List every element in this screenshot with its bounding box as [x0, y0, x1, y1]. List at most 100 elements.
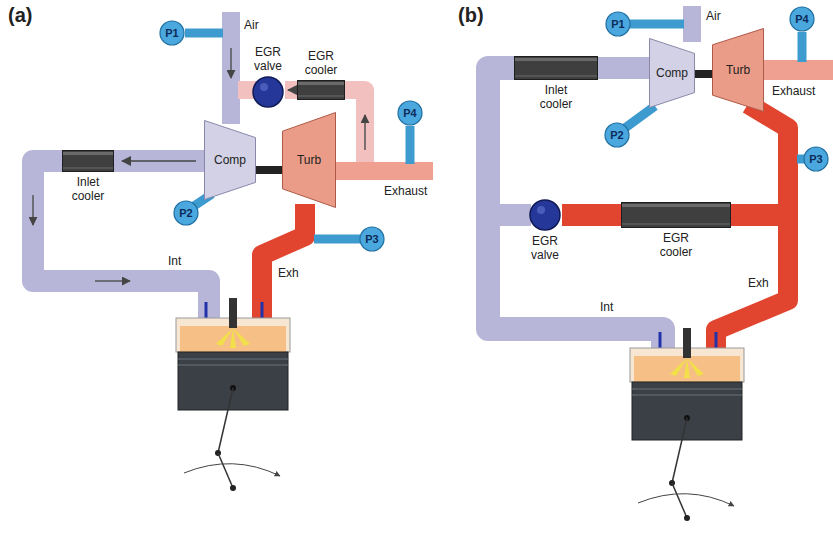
text-holder: Comp	[204, 120, 256, 200]
intake-pipe	[33, 161, 209, 322]
flow-arrow	[32, 195, 34, 225]
panel-letter: (b)	[458, 4, 484, 27]
text-holder: P1	[605, 11, 631, 37]
flow-arrow	[95, 280, 130, 282]
egr-valve: EGR valve	[528, 199, 562, 262]
sensor-tap	[798, 32, 807, 62]
node-label: P3	[365, 232, 378, 246]
connector-body	[695, 70, 712, 78]
flow-label: Exhaust	[772, 84, 815, 99]
egr-pipe	[488, 204, 531, 226]
shape-block: P4	[789, 6, 815, 32]
connector-body	[562, 204, 621, 226]
pipe-connector	[285, 90, 297, 91]
text-holder: Turb	[282, 112, 336, 208]
text-holder: P4	[397, 100, 423, 126]
sensor-tap	[625, 106, 655, 128]
node-label: EGR cooler	[651, 231, 701, 259]
node-label: Inlet cooler	[64, 175, 112, 203]
shape-outline	[252, 76, 284, 108]
text-holder: P1	[159, 20, 185, 46]
pressure-sensor: P1	[605, 11, 631, 37]
turbo-shaft	[256, 170, 282, 171]
egr-pipe	[343, 90, 365, 164]
cooler-block: EGR cooler	[297, 49, 345, 100]
node-label: Turb	[726, 63, 750, 77]
text-holder: P2	[604, 122, 630, 148]
pressure-sensor: P3	[359, 226, 385, 252]
shape-block: P1	[605, 11, 631, 37]
shape-block	[529, 199, 561, 231]
flow-arrow	[230, 48, 232, 78]
node-label: P3	[809, 152, 822, 166]
text-holder: Comp	[649, 38, 695, 108]
node-label: Comp	[656, 66, 688, 80]
compressor: Comp	[204, 120, 256, 200]
connector-body	[114, 150, 204, 172]
connector-body	[598, 57, 649, 79]
engine-cylinder	[176, 298, 290, 491]
exhaust-pipe	[334, 162, 433, 180]
flow-label: Air	[706, 9, 721, 24]
node-label: P4	[795, 12, 808, 26]
air-pipe	[683, 6, 701, 42]
turbine: Turb	[712, 28, 764, 112]
shape-block: P1	[159, 20, 185, 46]
engine-cylinder	[630, 328, 744, 521]
node-label: Inlet cooler	[531, 83, 581, 111]
pipe-connector	[114, 161, 204, 162]
egr-pipe	[729, 204, 790, 226]
turbo-shaft	[695, 74, 712, 75]
node-label: P1	[611, 17, 624, 31]
pipe-connector	[598, 68, 649, 69]
panel-letter: (a)	[8, 4, 32, 27]
shape-block: P2	[604, 122, 630, 148]
shape-block: P3	[359, 226, 385, 252]
shape-block: Comp	[204, 120, 256, 200]
node-label: P1	[165, 26, 178, 40]
flow-label: Exhaust	[384, 184, 427, 199]
shape-outline	[621, 202, 731, 228]
node-label: P2	[610, 128, 623, 142]
shape-block: Turb	[282, 112, 336, 208]
shape-block: Turb	[712, 28, 764, 112]
node-label: EGR valve	[528, 234, 562, 262]
port-label: Exh	[748, 276, 769, 291]
text-holder: Turb	[712, 28, 764, 112]
pressure-sensor: P4	[397, 100, 423, 126]
text-holder: P4	[789, 6, 815, 32]
pipe-connector	[562, 215, 621, 216]
panel-b-pipes	[488, 6, 833, 354]
port-label: Int	[600, 300, 613, 315]
pressure-sensor: P1	[159, 20, 185, 46]
node-label: EGR cooler	[298, 49, 344, 77]
air-pipe	[222, 12, 240, 124]
panel-a-pipes	[33, 12, 433, 322]
shape-outline	[514, 56, 598, 80]
exhaust-manifold	[716, 104, 788, 352]
pressure-sensor: P3	[803, 146, 829, 172]
text-holder: P3	[359, 226, 385, 252]
shape-block: P3	[803, 146, 829, 172]
shape-block: Comp	[649, 38, 695, 108]
shape-block: P2	[173, 200, 199, 226]
cooler-block: Inlet cooler	[514, 56, 598, 111]
compressor: Comp	[649, 38, 695, 108]
shape-block	[252, 76, 284, 108]
shape-block	[297, 80, 345, 100]
sensor-tap	[406, 126, 415, 164]
flow-label: Air	[244, 18, 259, 33]
pressure-sensor: P2	[173, 200, 199, 226]
shape-outline	[529, 199, 561, 231]
shape-block	[514, 56, 598, 80]
pressure-sensor: P4	[789, 6, 815, 32]
cooler-block: Inlet cooler	[62, 150, 114, 203]
node-label: Comp	[214, 153, 246, 167]
shape-outline	[62, 150, 114, 172]
connector-body	[285, 81, 297, 99]
exhaust-manifold	[262, 204, 305, 322]
sensor-tap	[314, 235, 360, 244]
text-holder: P3	[803, 146, 829, 172]
